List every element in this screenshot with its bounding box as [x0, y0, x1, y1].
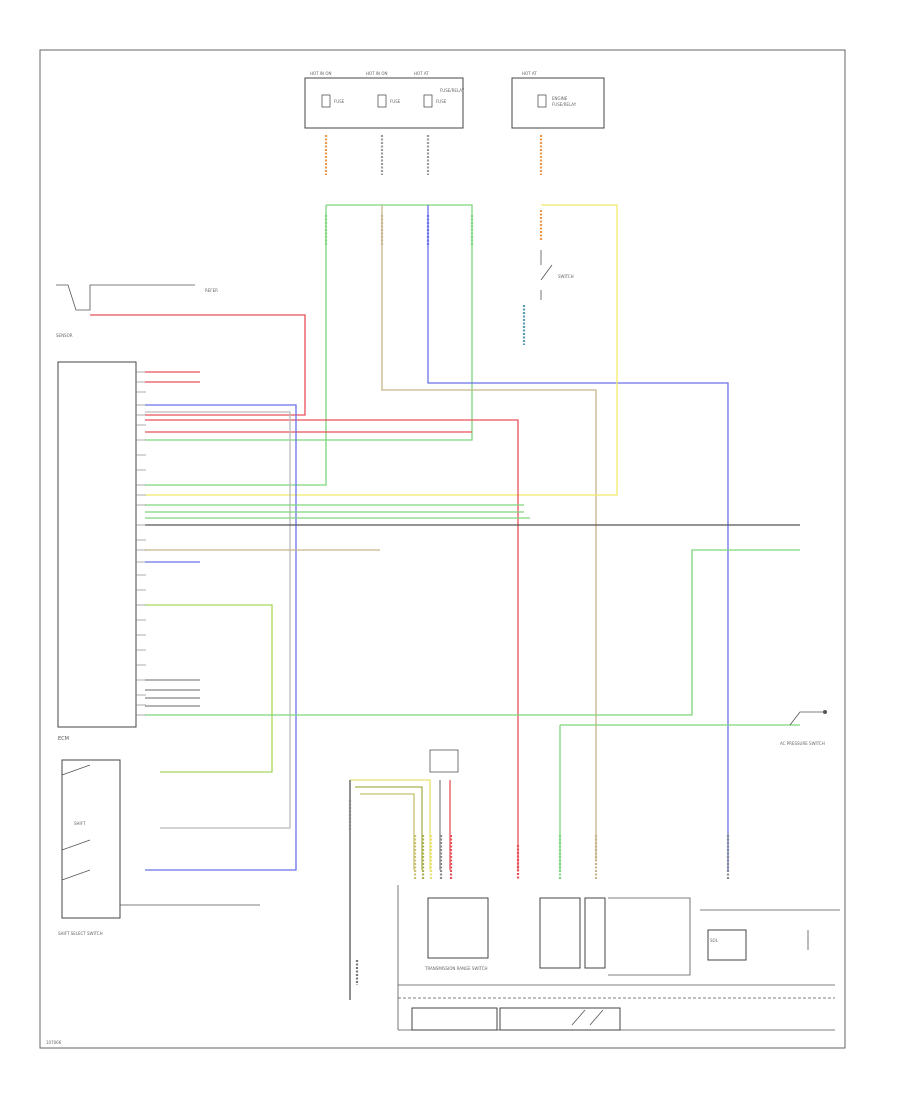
diagram-border	[39, 49, 846, 1049]
switch-top-right: SWITCH	[540, 250, 574, 300]
shift-switch-label: SHIFT SELECT SWITCH	[58, 931, 103, 936]
ac-switch-label: AC PRESSURE SWITCH	[780, 741, 825, 746]
bottom-module-group: TRANSMISSION RANGE SWITCH SOL	[397, 885, 840, 1031]
sensor-top-left: SENSOR REFER	[56, 284, 218, 338]
svg-text:SENSOR: SENSOR	[56, 333, 73, 338]
connector-block	[429, 749, 459, 773]
svg-text:FUSE: FUSE	[334, 99, 345, 104]
wire-blue-top	[427, 205, 729, 870]
footer-code: 107066	[46, 1040, 62, 1045]
wire-green-bus	[145, 504, 530, 519]
svg-text:SOL: SOL	[710, 938, 719, 943]
ecm-module: ECM	[57, 361, 200, 742]
svg-text:HOT IN ON: HOT IN ON	[310, 71, 331, 76]
fuse-connectors	[324, 135, 543, 345]
fuse-box-group-left: HOT IN ON HOT IN ON HOT AT FUSE FUSE FUS…	[304, 71, 465, 129]
svg-text:REFER: REFER	[205, 288, 218, 293]
wire-blue-ecm	[145, 404, 297, 871]
wire-green-top	[145, 204, 473, 486]
wire-gray-ecm	[145, 411, 291, 829]
svg-text:HOT IN ON: HOT IN ON	[366, 71, 387, 76]
svg-text:FUSE/RELAY: FUSE/RELAY	[552, 102, 577, 107]
ac-pressure-switch: AC PRESSURE SWITCH	[780, 710, 827, 746]
shift-select-switch: SHIFT SHIFT SELECT SWITCH	[58, 759, 260, 936]
bottom-connectors	[348, 800, 730, 985]
svg-text:ENGINE: ENGINE	[552, 96, 568, 101]
svg-text:HOT AT: HOT AT	[414, 71, 429, 76]
svg-text:HOT AT: HOT AT	[522, 71, 537, 76]
fuse-box-right: HOT AT ENGINE FUSE/RELAY	[511, 71, 605, 129]
svg-text:SHIFT: SHIFT	[74, 821, 86, 826]
svg-text:FUSE/RELAY: FUSE/RELAY	[440, 88, 465, 93]
svg-text:FUSE: FUSE	[390, 99, 401, 104]
wire-green-lower	[145, 549, 800, 870]
wire-red	[90, 314, 519, 870]
svg-text:FUSE: FUSE	[436, 99, 447, 104]
transmission-range-label: TRANSMISSION RANGE SWITCH	[424, 966, 488, 971]
svg-text:SWITCH: SWITCH	[558, 274, 574, 279]
wire-yellow-top	[145, 204, 618, 496]
wire-tan-top	[381, 205, 597, 860]
ecm-label: ECM	[58, 736, 69, 742]
